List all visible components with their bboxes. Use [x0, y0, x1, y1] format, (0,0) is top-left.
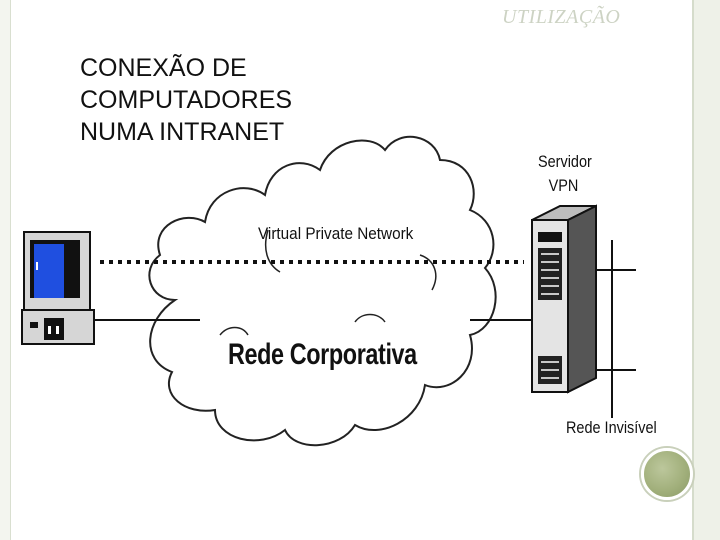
corporate-network-cloud — [148, 135, 497, 447]
hidden-network-bus — [596, 240, 636, 418]
decorative-orb — [641, 448, 693, 500]
slide-left-border — [0, 0, 11, 540]
cloud-label: Rede Corporativa — [228, 338, 417, 371]
client-computer-icon — [21, 231, 95, 345]
slide-right-border — [692, 0, 720, 540]
server-label: Servidor VPN — [538, 152, 592, 195]
slide-title: CONEXÃO DE COMPUTADORES NUMA INTRANET — [80, 54, 293, 146]
hidden-network-label: Rede Invisível — [566, 418, 657, 437]
section-label: UTILIZAÇÃO — [502, 6, 621, 28]
vpn-server-icon — [531, 204, 597, 394]
vpn-label: Virtual Private Network — [258, 224, 414, 243]
